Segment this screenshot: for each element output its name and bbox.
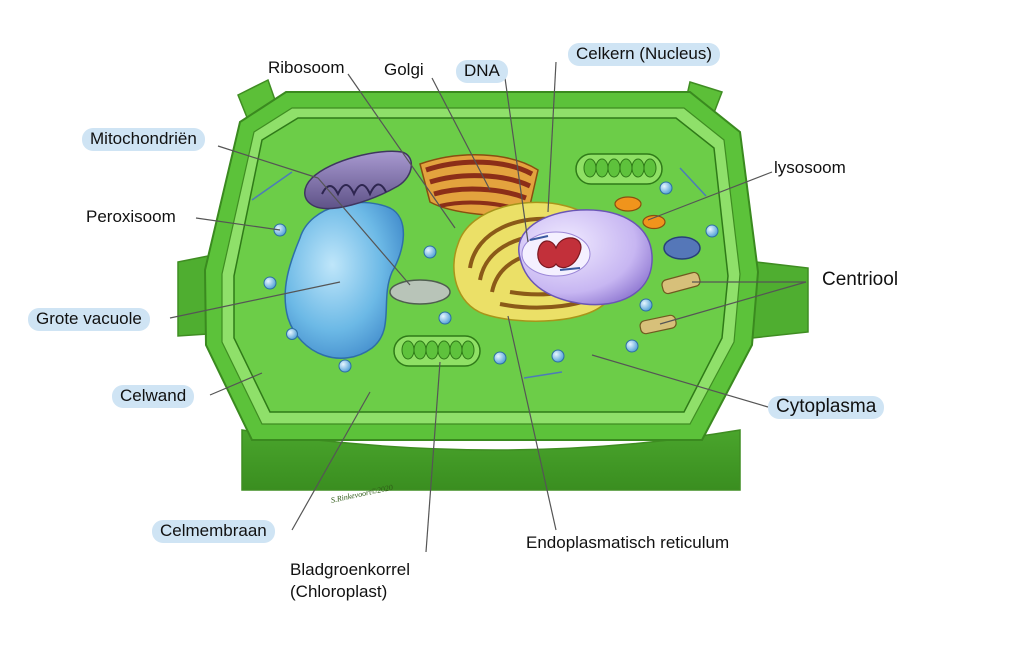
lysosome xyxy=(614,196,642,212)
nucleus xyxy=(518,209,653,306)
label-peroxisoom: Peroxisoom xyxy=(86,207,176,226)
label-lysosoom: lysosoom xyxy=(774,158,846,177)
lysosome xyxy=(642,214,666,230)
label-centriool: Centriool xyxy=(822,269,899,290)
label-endoplasmatisch-reticulum: Endoplasmatisch reticulum xyxy=(526,533,730,552)
peroxisome-body xyxy=(663,236,701,260)
nucleolus xyxy=(537,237,582,269)
centrioles xyxy=(639,271,701,335)
label-bladgroenkorrel: Bladgroenkorrel xyxy=(290,560,411,579)
small-vacuole xyxy=(389,279,451,305)
large-vacuole xyxy=(284,201,405,359)
label-celmembraan: Celmembraan xyxy=(152,520,275,543)
label-celkern: Celkern (Nucleus) xyxy=(568,43,721,66)
leader-lines xyxy=(169,61,807,553)
label-ribosoom: Ribosoom xyxy=(268,58,345,77)
chloroplast-lower xyxy=(393,335,481,367)
label-celwand: Celwand xyxy=(112,385,195,408)
label-chloroplast: (Chloroplast) xyxy=(290,582,388,601)
label-mitochondrien: Mitochondriën xyxy=(82,128,205,151)
label-grote-vacuole: Grote vacuole xyxy=(28,308,150,331)
chloroplast-upper xyxy=(575,153,663,185)
label-dna: DNA xyxy=(456,60,508,83)
label-golgi: Golgi xyxy=(384,60,424,79)
label-cytoplasma: Cytoplasma xyxy=(768,396,885,419)
